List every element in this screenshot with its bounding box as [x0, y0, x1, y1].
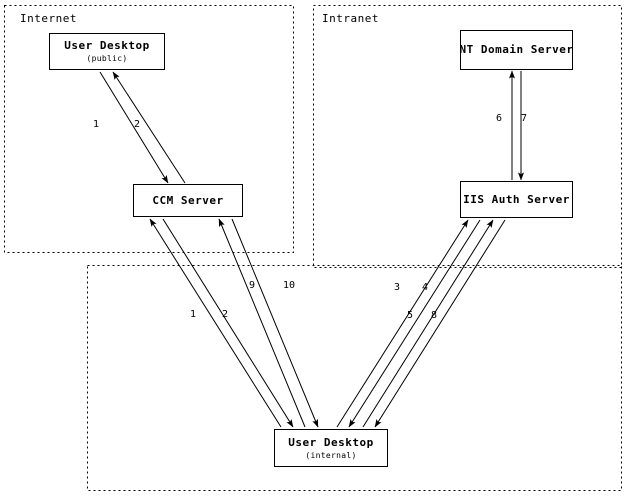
flow-step-label-1-user-desktop-internal: 1 — [190, 309, 197, 320]
flow-line-4-iis-auth-server-to-user-desktop-internal — [348, 219, 481, 428]
node-user-desktop-internal[interactable]: User Desktop(internal) — [274, 429, 388, 467]
flow-step-label-7-nt-domain-server: 7 — [521, 113, 528, 124]
flow-line-2-ccm-server-to-user-desktop-internal — [162, 218, 294, 428]
flow-line-2-ccm-server-to-user-desktop-public — [112, 71, 186, 184]
flow-line-3-user-desktop-internal-to-iis-auth-server — [336, 219, 469, 428]
node-title-user-desktop-internal: User Desktop — [288, 435, 374, 449]
flow-lines-layer — [99, 70, 524, 428]
flow-step-label-8-iis-auth-server: 8 — [431, 310, 438, 321]
flow-step-label-5-user-desktop-internal: 5 — [407, 310, 414, 321]
zone-border-internal-lan — [87, 265, 622, 491]
node-title-nt-domain-server: NT Domain Server — [459, 43, 574, 56]
node-subtitle-user-desktop-public: (public) — [86, 54, 128, 63]
node-title-iis-auth-server: IIS Auth Server — [463, 192, 570, 206]
zone-label-intranet: Intranet — [322, 12, 379, 25]
flow-step-label-2-ccm-server: 2 — [222, 309, 229, 320]
flow-step-label-9-user-desktop-internal: 9 — [249, 280, 256, 291]
flow-step-label-2-ccm-server: 2 — [134, 119, 141, 130]
flow-step-label-4-iis-auth-server: 4 — [422, 282, 429, 293]
flow-line-10-ccm-server-to-user-desktop-internal — [231, 218, 319, 428]
zone-border-internet — [4, 5, 294, 253]
flow-step-label-6-iis-auth-server: 6 — [496, 113, 503, 124]
node-subtitle-user-desktop-internal: (internal) — [305, 450, 357, 460]
zone-label-internet: Internet — [20, 12, 77, 25]
node-ccm-server[interactable]: CCM Server — [133, 184, 243, 217]
node-title-user-desktop-public: User Desktop — [64, 39, 150, 52]
flow-line-5-user-desktop-internal-to-iis-auth-server — [362, 219, 494, 428]
flow-step-label-10-ccm-server: 10 — [283, 280, 296, 291]
flow-line-1-user-desktop-public-to-ccm-server — [99, 71, 169, 184]
node-title-ccm-server: CCM Server — [152, 193, 224, 207]
flow-line-9-user-desktop-internal-to-ccm-server — [218, 218, 306, 428]
node-iis-auth-server[interactable]: IIS Auth Server — [460, 181, 573, 218]
node-user-desktop-public[interactable]: User Desktop (public) — [49, 33, 165, 70]
node-nt-domain-server[interactable]: NT Domain Server — [460, 30, 573, 70]
zone-borders-layer — [4, 5, 622, 491]
flow-line-8-iis-auth-server-to-user-desktop-internal — [374, 219, 506, 428]
flow-step-label-3-user-desktop-internal: 3 — [394, 282, 401, 293]
flow-line-1-user-desktop-internal-to-ccm-server — [149, 218, 282, 428]
flow-step-label-1-user-desktop-public: 1 — [93, 119, 100, 130]
